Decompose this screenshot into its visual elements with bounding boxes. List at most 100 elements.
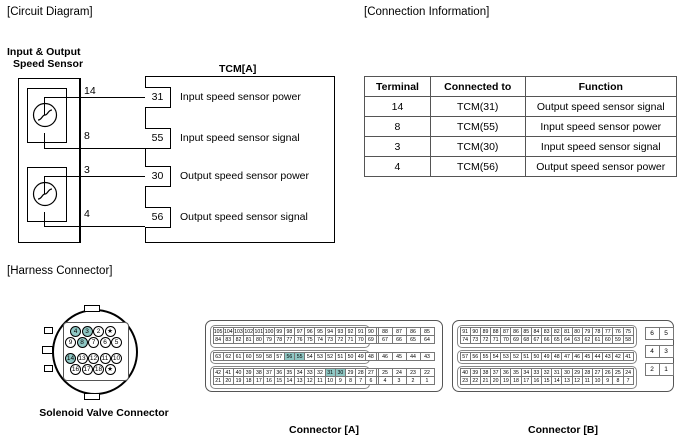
- connector-pin-cell: 5: [658, 326, 674, 340]
- solenoid-pin: 14: [65, 353, 76, 364]
- column-header-function: Function: [524, 76, 677, 97]
- tcm-pin-function: Input speed sensor power: [180, 91, 301, 103]
- cell-connected-to: TCM(56): [429, 156, 526, 177]
- tcm-pin-function: Output speed sensor power: [180, 170, 309, 182]
- tcm-pin-number: 56: [145, 207, 171, 228]
- table-row: 3 TCM(30) Input speed sensor signal: [364, 136, 677, 157]
- wire-segment: [44, 133, 46, 149]
- sensor-label-line1: Input & Output: [7, 46, 81, 58]
- cell-function: Input speed sensor power: [524, 116, 677, 137]
- cell-function: Output speed sensor signal: [524, 96, 677, 117]
- wire-8-to-55: [44, 148, 145, 150]
- sensor-label: Input & Output Speed Sensor: [7, 46, 83, 70]
- solenoid-pin: 10: [111, 353, 122, 364]
- solenoid-pin: ★: [104, 326, 116, 337]
- column-header-connected-to: Connected to: [429, 76, 526, 97]
- connector-pin-cell: 3: [658, 344, 674, 358]
- connector-tab: [44, 365, 53, 372]
- connector-pin-cell: 2: [405, 375, 421, 385]
- connector-pin-cell: 46: [377, 351, 393, 361]
- connector-pin-cell: 1: [419, 375, 435, 385]
- cell-connected-to: TCM(30): [429, 136, 526, 157]
- connection-information-table: Terminal Connected to Function 14 TCM(31…: [364, 76, 677, 177]
- connector-pin-cell: 4: [377, 375, 393, 385]
- wire-14-to-31: [44, 97, 145, 99]
- column-header-terminal: Terminal: [364, 76, 431, 97]
- cell-terminal: 3: [364, 136, 431, 157]
- tcm-pin-number: 31: [145, 87, 171, 108]
- connector-pin-cell: 65: [405, 334, 421, 344]
- solenoid-pin: 5: [111, 337, 122, 348]
- table-header-row: Terminal Connected to Function: [364, 76, 677, 97]
- solenoid-pin: 7: [88, 337, 99, 348]
- connector-tab: [42, 346, 53, 354]
- cell-terminal: 8: [364, 116, 431, 137]
- connector-pin-cell: 58: [622, 334, 634, 344]
- solenoid-pin: 12: [88, 353, 99, 364]
- connector-pin-cell: 41: [622, 351, 634, 361]
- solenoid-connector-caption: Solenoid Valve Connector: [39, 407, 169, 419]
- table-row: 4 TCM(56) Output speed sensor power: [364, 156, 677, 177]
- solenoid-pin: 16: [70, 364, 81, 375]
- connector-pin-cell: 44: [405, 351, 421, 361]
- tcm-pin-number: 30: [145, 166, 171, 187]
- wire-segment: [44, 212, 46, 227]
- solenoid-pin: 6: [99, 337, 111, 348]
- connector-pin-cell: 6: [644, 326, 660, 340]
- connector-pin-cell: 7: [622, 375, 634, 385]
- wire-segment: [44, 97, 46, 115]
- connector-a-block2: 6362616059585756555453525150494847: [212, 351, 387, 361]
- sensor-pin-number: 14: [84, 85, 96, 97]
- connector-pin-cell: 67: [377, 334, 393, 344]
- connector-pin-cell: 3: [391, 375, 407, 385]
- cell-connected-to: TCM(55): [429, 116, 526, 137]
- connector-pin-cell: 45: [391, 351, 407, 361]
- cell-function: Input speed sensor signal: [524, 136, 677, 157]
- circuit-diagram-title: [Circuit Diagram]: [7, 6, 93, 18]
- connector-pin-cell: 43: [419, 351, 435, 361]
- sensor-pin-number: 8: [84, 130, 90, 142]
- sensor-pin-number: 4: [84, 208, 90, 220]
- connector-tab: [84, 393, 100, 400]
- cell-terminal: 4: [364, 156, 431, 177]
- connector-b-caption: Connector [B]: [528, 424, 598, 436]
- solenoid-pin: 3: [81, 326, 93, 337]
- solenoid-pin: 13: [76, 353, 88, 364]
- tcm-label: TCM[A]: [219, 63, 257, 75]
- solenoid-pin: 9: [65, 337, 76, 348]
- solenoid-pin: 2: [93, 326, 104, 337]
- cell-terminal: 14: [364, 96, 431, 117]
- solenoid-pin: ★: [104, 364, 116, 375]
- solenoid-pin: 8: [76, 337, 88, 348]
- connector-a-caption: Connector [A]: [289, 424, 359, 436]
- sensor-label-line2: Speed Sensor: [13, 58, 84, 70]
- cell-connected-to: TCM(31): [429, 96, 526, 117]
- wire-4-to-56: [44, 226, 145, 228]
- solenoid-pin: 18: [93, 364, 104, 375]
- connector-tab: [44, 327, 53, 334]
- table-row: 14 TCM(31) Output speed sensor signal: [364, 96, 677, 117]
- harness-connector-title: [Harness Connector]: [7, 265, 113, 277]
- sensor-pin-number: 3: [84, 164, 90, 176]
- connector-tab: [84, 305, 100, 312]
- tcm-module-box: [145, 76, 335, 243]
- solenoid-pin: 17: [81, 364, 93, 375]
- connector-pin-cell: 4: [644, 344, 660, 358]
- wire-3-to-30: [44, 176, 145, 178]
- connector-pin-cell: 66: [391, 334, 407, 344]
